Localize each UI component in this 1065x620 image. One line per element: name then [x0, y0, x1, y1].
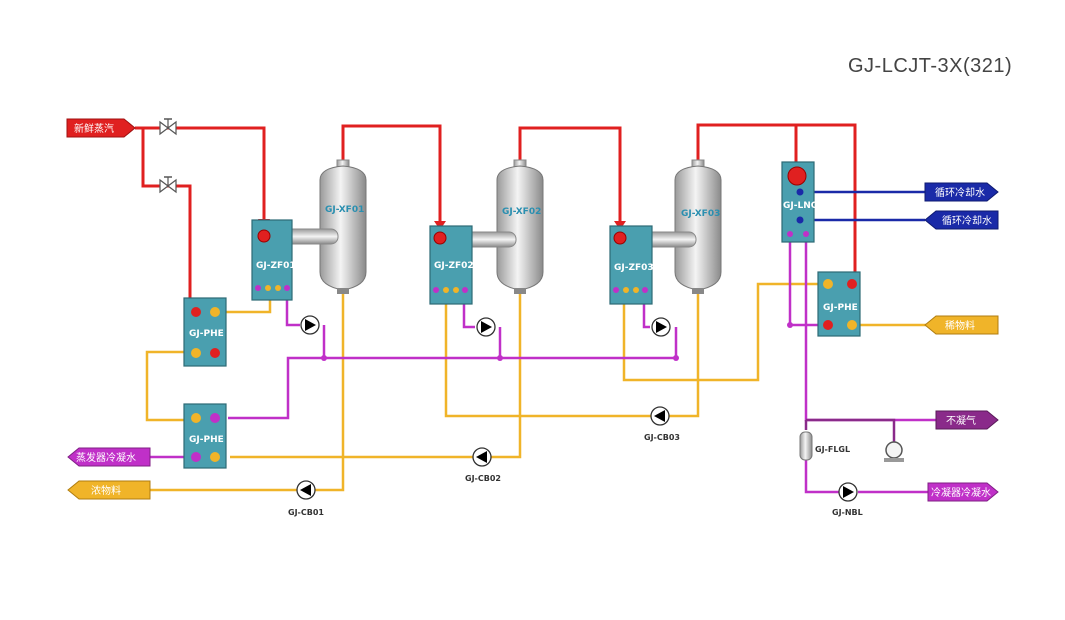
nbl-label: GJ-NBL: [832, 508, 863, 517]
phe-top-label: GJ-PHE: [189, 329, 224, 339]
cb02-label: GJ-CB02: [465, 474, 501, 483]
cooling-water-out-label: 循环冷却水: [935, 186, 985, 199]
arrow-evaporator-condensate[interactable]: 蒸发器冷凝水: [67, 447, 151, 467]
phe-right-label: GJ-PHE: [823, 303, 858, 313]
zf02-label: GJ-ZF02: [434, 261, 474, 271]
arrow-noncondensable[interactable]: 不凝气: [935, 410, 999, 430]
arrow-concentrate[interactable]: 浓物料: [67, 480, 151, 500]
separator-xf03[interactable]: GJ-XF03: [674, 159, 722, 294]
phe-bottom[interactable]: GJ-PHE: [183, 403, 227, 469]
zf03-label: GJ-ZF03: [614, 263, 654, 273]
steam-valve-icon[interactable]: [159, 118, 177, 136]
pump-zf03-icon[interactable]: [651, 317, 671, 337]
dilute-feed-label: 稀物料: [945, 319, 975, 332]
noncondensable-label: 不凝气: [946, 414, 976, 427]
pump-zf02-icon[interactable]: [476, 317, 496, 337]
cooling-water-in-label: 循环冷却水: [942, 214, 992, 227]
phe-right[interactable]: GJ-PHE: [817, 271, 861, 337]
evaporator-zf01[interactable]: GJ-ZF01: [251, 219, 296, 301]
separator-flgl[interactable]: GJ-FLGL: [799, 431, 850, 461]
separator-xf01[interactable]: GJ-XF01: [319, 159, 367, 294]
evaporator-condensate-label: 蒸发器冷凝水: [76, 451, 136, 464]
arrow-fresh-steam[interactable]: 新鲜蒸汽: [66, 118, 136, 138]
steam-lines: [135, 123, 857, 298]
model-number: GJ-LCJT-3X(321): [848, 55, 1013, 77]
zf01-label: GJ-ZF01: [256, 261, 296, 271]
pump-zf01-icon[interactable]: [300, 315, 320, 335]
steam-valve-2-icon[interactable]: [159, 176, 177, 194]
vacuum-pump-icon[interactable]: [806, 418, 904, 462]
xf03-label: GJ-XF03: [681, 209, 720, 219]
condenser-lnq[interactable]: GJ-LNQ: [781, 161, 819, 243]
pump-cb03[interactable]: GJ-CB03: [644, 406, 680, 442]
cb03-label: GJ-CB03: [644, 433, 680, 442]
xf01-label: GJ-XF01: [325, 205, 364, 215]
pump-cb02[interactable]: GJ-CB02: [465, 447, 501, 483]
xf02-label: GJ-XF02: [502, 207, 541, 217]
lnq-label: GJ-LNQ: [783, 201, 819, 211]
pump-nbl[interactable]: GJ-NBL: [832, 482, 863, 517]
phe-top[interactable]: GJ-PHE: [183, 297, 227, 367]
cb01-label: GJ-CB01: [288, 508, 324, 517]
separator-xf02[interactable]: GJ-XF02: [496, 159, 544, 294]
arrow-condenser-condensate[interactable]: 冷凝器冷凝水: [927, 482, 999, 502]
arrow-cooling-water-in[interactable]: 循环冷却水: [924, 210, 999, 230]
phe-bottom-label: GJ-PHE: [189, 435, 224, 445]
flgl-label: GJ-FLGL: [815, 445, 850, 454]
pump-cb01[interactable]: GJ-CB01: [288, 480, 324, 517]
fresh-steam-label: 新鲜蒸汽: [74, 122, 114, 135]
cooling-water-lines: [800, 190, 925, 222]
arrow-cooling-water-out[interactable]: 循环冷却水: [924, 182, 999, 202]
arrow-dilute-feed[interactable]: 稀物料: [924, 315, 999, 335]
evaporator-zf03[interactable]: GJ-ZF03: [609, 225, 654, 305]
concentrate-label: 浓物料: [91, 484, 121, 497]
evaporator-zf02[interactable]: GJ-ZF02: [429, 225, 474, 305]
condenser-condensate-label: 冷凝器冷凝水: [931, 486, 991, 499]
